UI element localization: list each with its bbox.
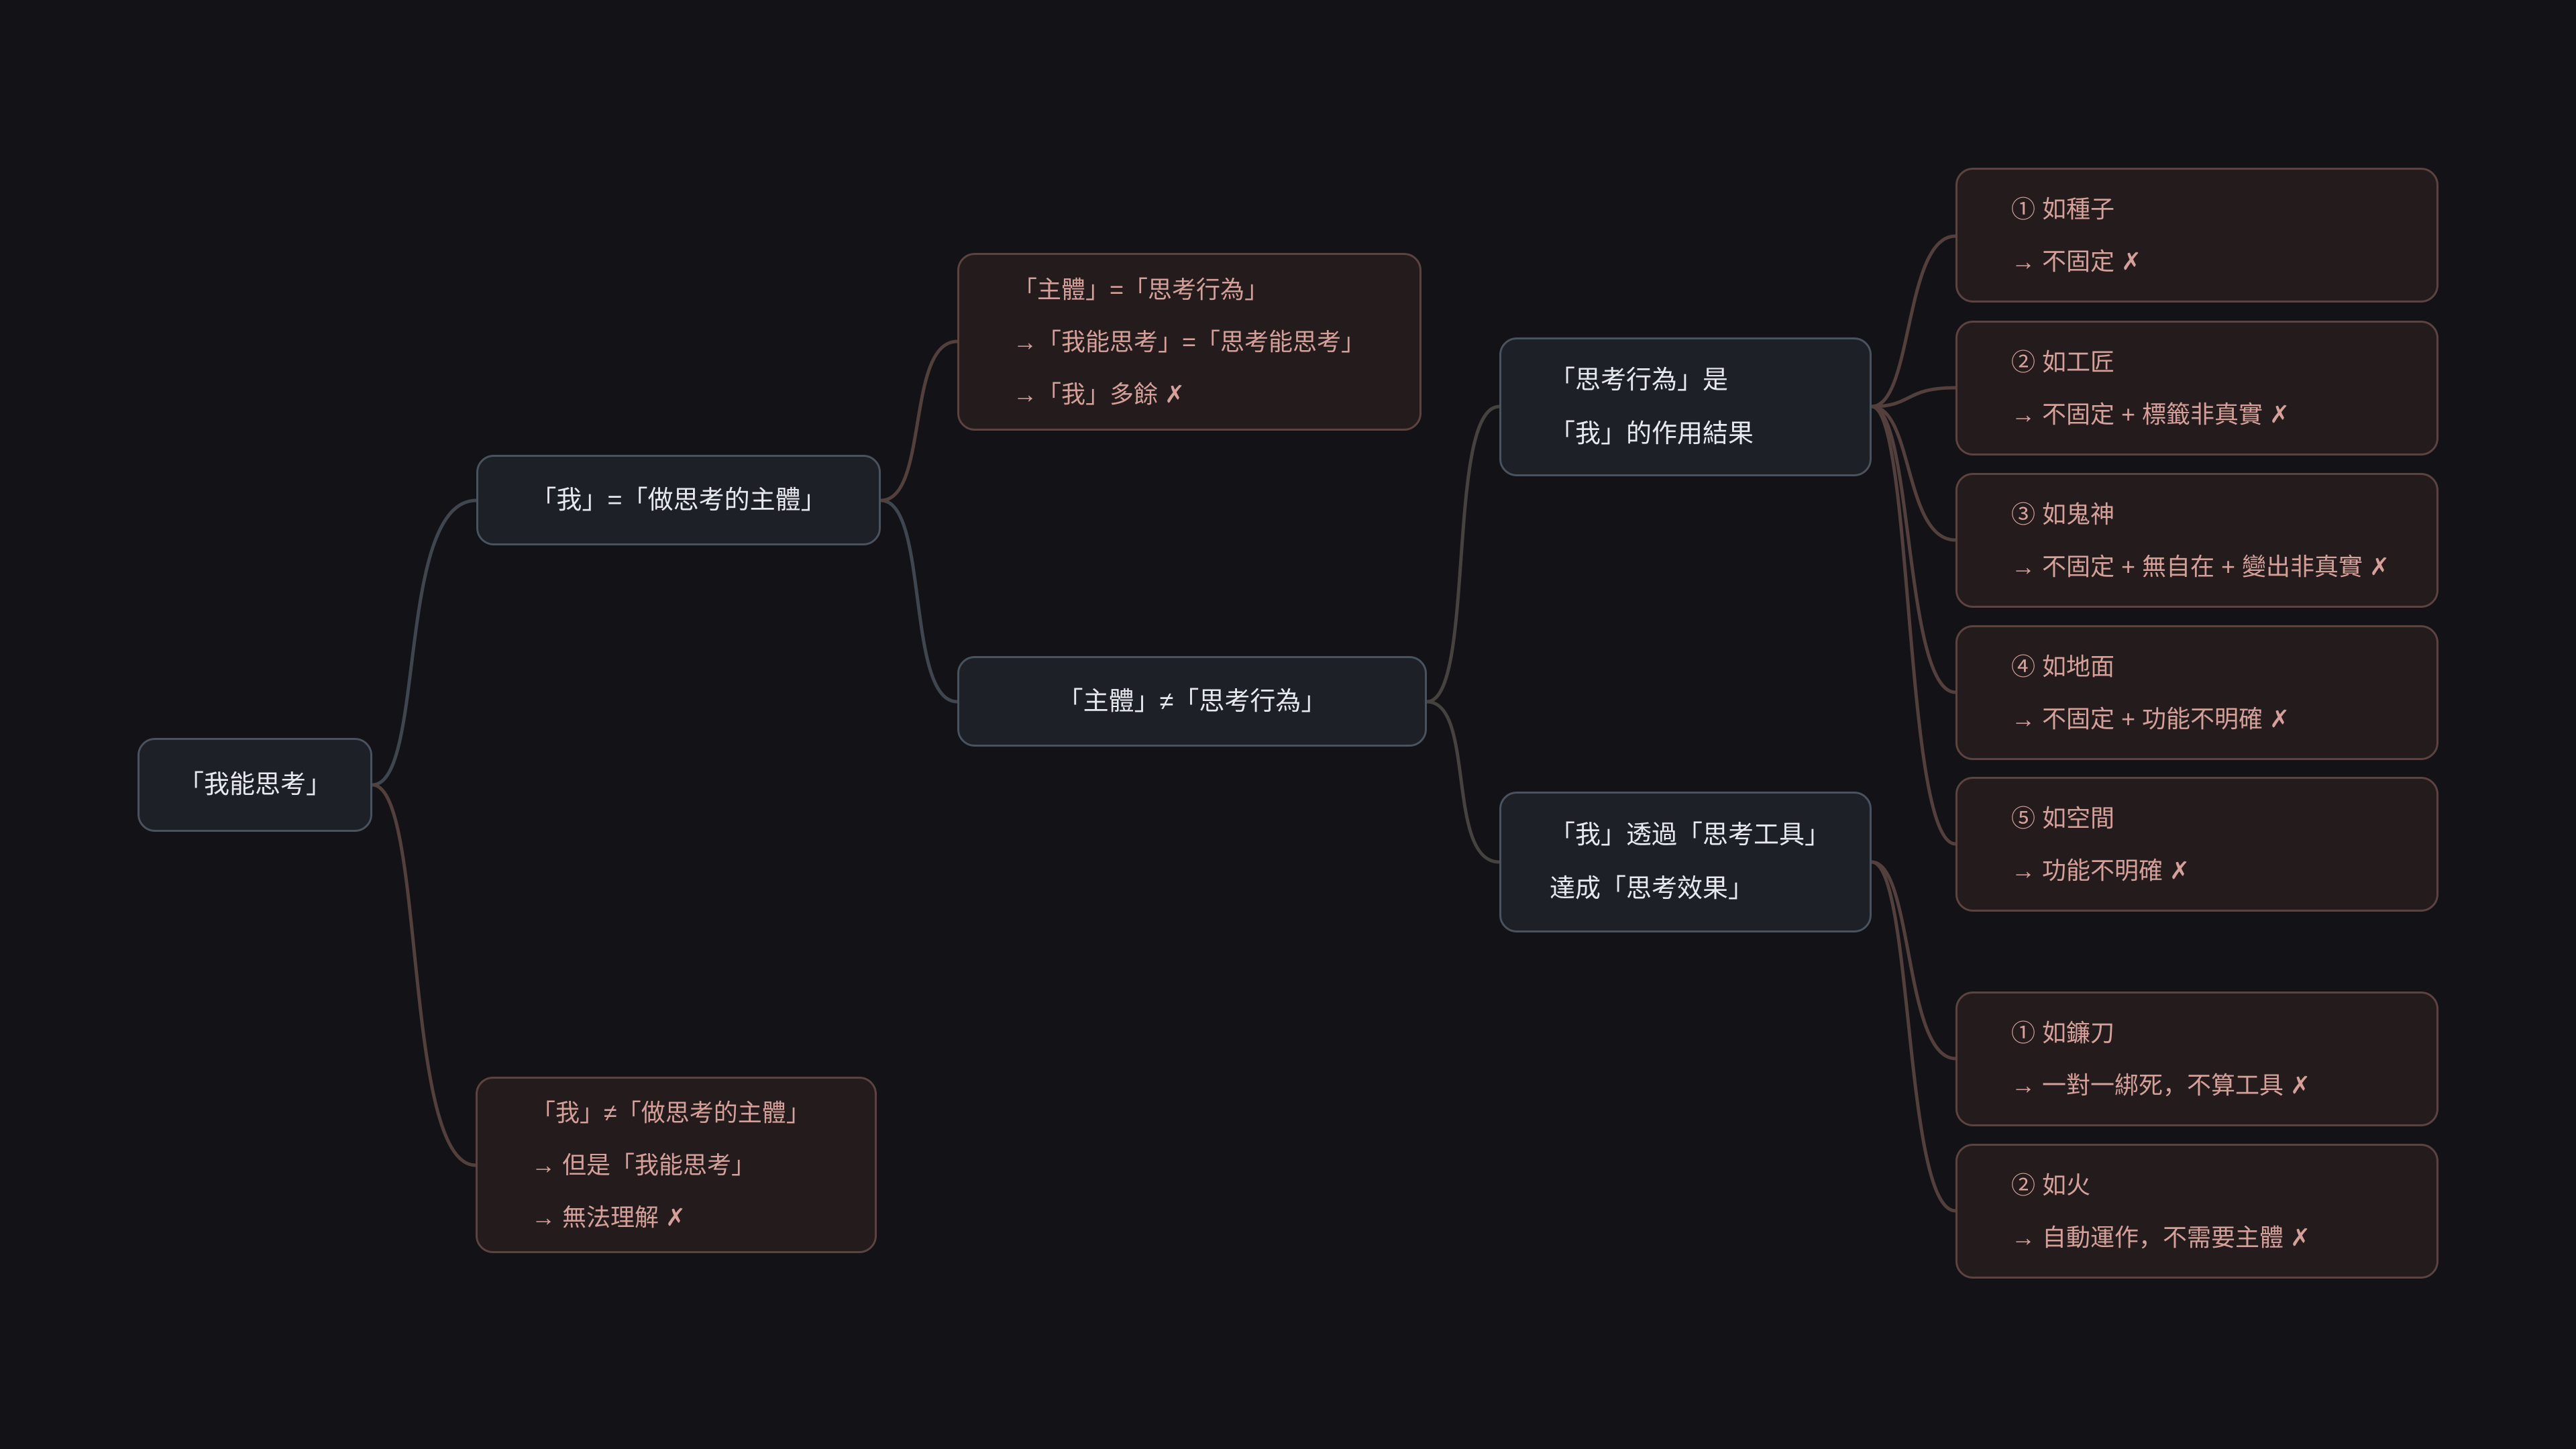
example-line: → 一對一綁死，不算工具 ✗ [2011, 1071, 2311, 1099]
example-space[interactable]: ⑤ 如空間 → 功能不明確 ✗ [1955, 777, 2438, 912]
node-action-result-line: 「思考行為」是 [1550, 366, 1729, 394]
edge-subject-neq-to-tool [1425, 700, 1501, 864]
edge-tool-to-ex1 [1870, 860, 1957, 1061]
example-fire[interactable]: ② 如火 → 自動運作，不需要主體 ✗ [1955, 1144, 2438, 1279]
example-line: → 不固定 ✗ [2011, 247, 2142, 275]
edge-subject-neq-to-result [1425, 405, 1501, 704]
node-action-result[interactable]: 「思考行為」是 「我」的作用結果 [1499, 337, 1872, 476]
detail-line: 「我」≠「做思考的主體」 [531, 1098, 810, 1126]
example-ghost[interactable]: ③ 如鬼神 → 不固定 + 無自在 + 變出非真實 ✗ [1955, 473, 2438, 608]
example-line: → 功能不明確 ✗ [2011, 856, 2190, 884]
example-ground[interactable]: ④ 如地面 → 不固定 + 功能不明確 ✗ [1955, 625, 2438, 760]
example-line: ② 如工匠 [2011, 347, 2115, 376]
example-seed[interactable]: ① 如種子 → 不固定 ✗ [1955, 168, 2438, 303]
example-craftsman[interactable]: ② 如工匠 → 不固定 + 標籤非真實 ✗ [1955, 321, 2438, 455]
example-line: → 自動運作，不需要主體 ✗ [2011, 1223, 2311, 1251]
detail-subject-equals-consequence[interactable]: 「主體」=「思考行為」 →「我能思考」=「思考能思考」 →「我」多餘 ✗ [957, 253, 1421, 431]
example-line: ① 如鐮刀 [2011, 1018, 2115, 1046]
edge-root-to-pink-bottom [370, 783, 478, 1167]
example-line: → 不固定 + 標籤非真實 ✗ [2011, 400, 2290, 428]
node-root[interactable]: 「我能思考」 [138, 738, 372, 832]
detail-line: 「主體」=「思考行為」 [1013, 275, 1269, 303]
edge-root-to-subject-eq [370, 498, 478, 787]
node-root-label: 「我能思考」 [178, 771, 331, 799]
edge-result-to-ex1 [1870, 234, 1957, 409]
node-subject-not-equals[interactable]: 「主體」≠「思考行為」 [957, 656, 1427, 747]
detail-line: →「我能思考」=「思考能思考」 [1013, 327, 1366, 356]
detail-not-subject-consequence[interactable]: 「我」≠「做思考的主體」 → 但是「我能思考」 → 無法理解 ✗ [476, 1077, 877, 1253]
edge-subject-eq-to-subject-neq [879, 498, 959, 704]
example-line: ⑤ 如空間 [2011, 804, 2115, 832]
example-line: → 不固定 + 功能不明確 ✗ [2011, 704, 2290, 733]
example-line: ③ 如鬼神 [2011, 500, 2115, 528]
node-subject-equals-label: 「我」=「做思考的主體」 [531, 486, 826, 515]
edge-result-to-ex2 [1870, 386, 1957, 409]
node-action-result-line: 「我」的作用結果 [1550, 419, 1754, 448]
node-subject-equals[interactable]: 「我」=「做思考的主體」 [476, 455, 881, 545]
edge-subject-eq-to-pink-top [879, 339, 959, 502]
edge-result-to-ex5 [1870, 405, 1957, 846]
example-sickle[interactable]: ① 如鐮刀 → 一對一綁死，不算工具 ✗ [1955, 991, 2438, 1126]
detail-line: → 無法理解 ✗ [531, 1203, 686, 1231]
example-line: ② 如火 [2011, 1171, 2091, 1199]
example-line: ④ 如地面 [2011, 652, 2115, 680]
node-thinking-tool-line: 「我」透過「思考工具」 [1550, 821, 1831, 849]
detail-line: →「我」多餘 ✗ [1013, 380, 1185, 408]
detail-line: → 但是「我能思考」 [531, 1150, 756, 1179]
edge-result-to-ex3 [1870, 405, 1957, 542]
edge-tool-to-ex2 [1870, 860, 1957, 1213]
node-subject-not-equals-label: 「主體」≠「思考行為」 [1057, 687, 1327, 716]
node-thinking-tool-line: 達成「思考效果」 [1550, 875, 1754, 903]
example-line: ① 如種子 [2011, 195, 2115, 223]
example-line: → 不固定 + 無自在 + 變出非真實 ✗ [2011, 552, 2390, 580]
node-thinking-tool[interactable]: 「我」透過「思考工具」 達成「思考效果」 [1499, 792, 1872, 932]
edge-result-to-ex4 [1870, 405, 1957, 694]
